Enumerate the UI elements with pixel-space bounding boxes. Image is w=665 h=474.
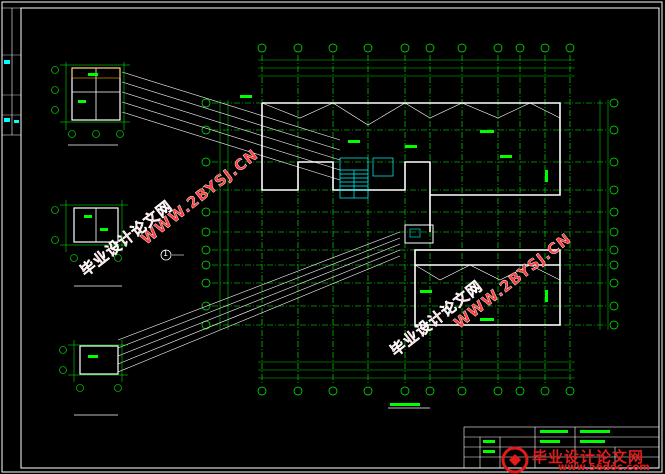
building-walls xyxy=(261,102,561,326)
detail-plan-1 xyxy=(51,62,130,146)
detail-plan-2 xyxy=(51,200,128,287)
axis-bubbles-bottom xyxy=(257,386,575,396)
title-block-text-marks xyxy=(483,430,610,453)
detail-plan-3 xyxy=(59,340,128,416)
logo-emblem-icon xyxy=(501,446,529,474)
axis-bubbles-top xyxy=(257,43,575,53)
axis-bubbles-right xyxy=(609,98,619,330)
logo-site-url: www.56doc.com xyxy=(558,462,650,473)
detail-leader-lines xyxy=(117,71,401,373)
side-stamp-marks xyxy=(4,60,19,123)
section-marker xyxy=(160,249,184,261)
site-logo: 毕业设计论文网 www.56doc.com xyxy=(498,446,665,474)
detail-plan-4 xyxy=(404,224,434,244)
title-block xyxy=(463,426,660,469)
logo-site-name: 毕业设计论文网 xyxy=(532,448,645,466)
plan-annotation-marks xyxy=(240,95,548,406)
section-marker-number: 1 xyxy=(163,249,169,258)
stair-core xyxy=(339,157,394,199)
dimension-lines xyxy=(219,59,609,379)
roof-slope-lines xyxy=(261,102,561,281)
axis-bubbles-left xyxy=(201,98,211,330)
